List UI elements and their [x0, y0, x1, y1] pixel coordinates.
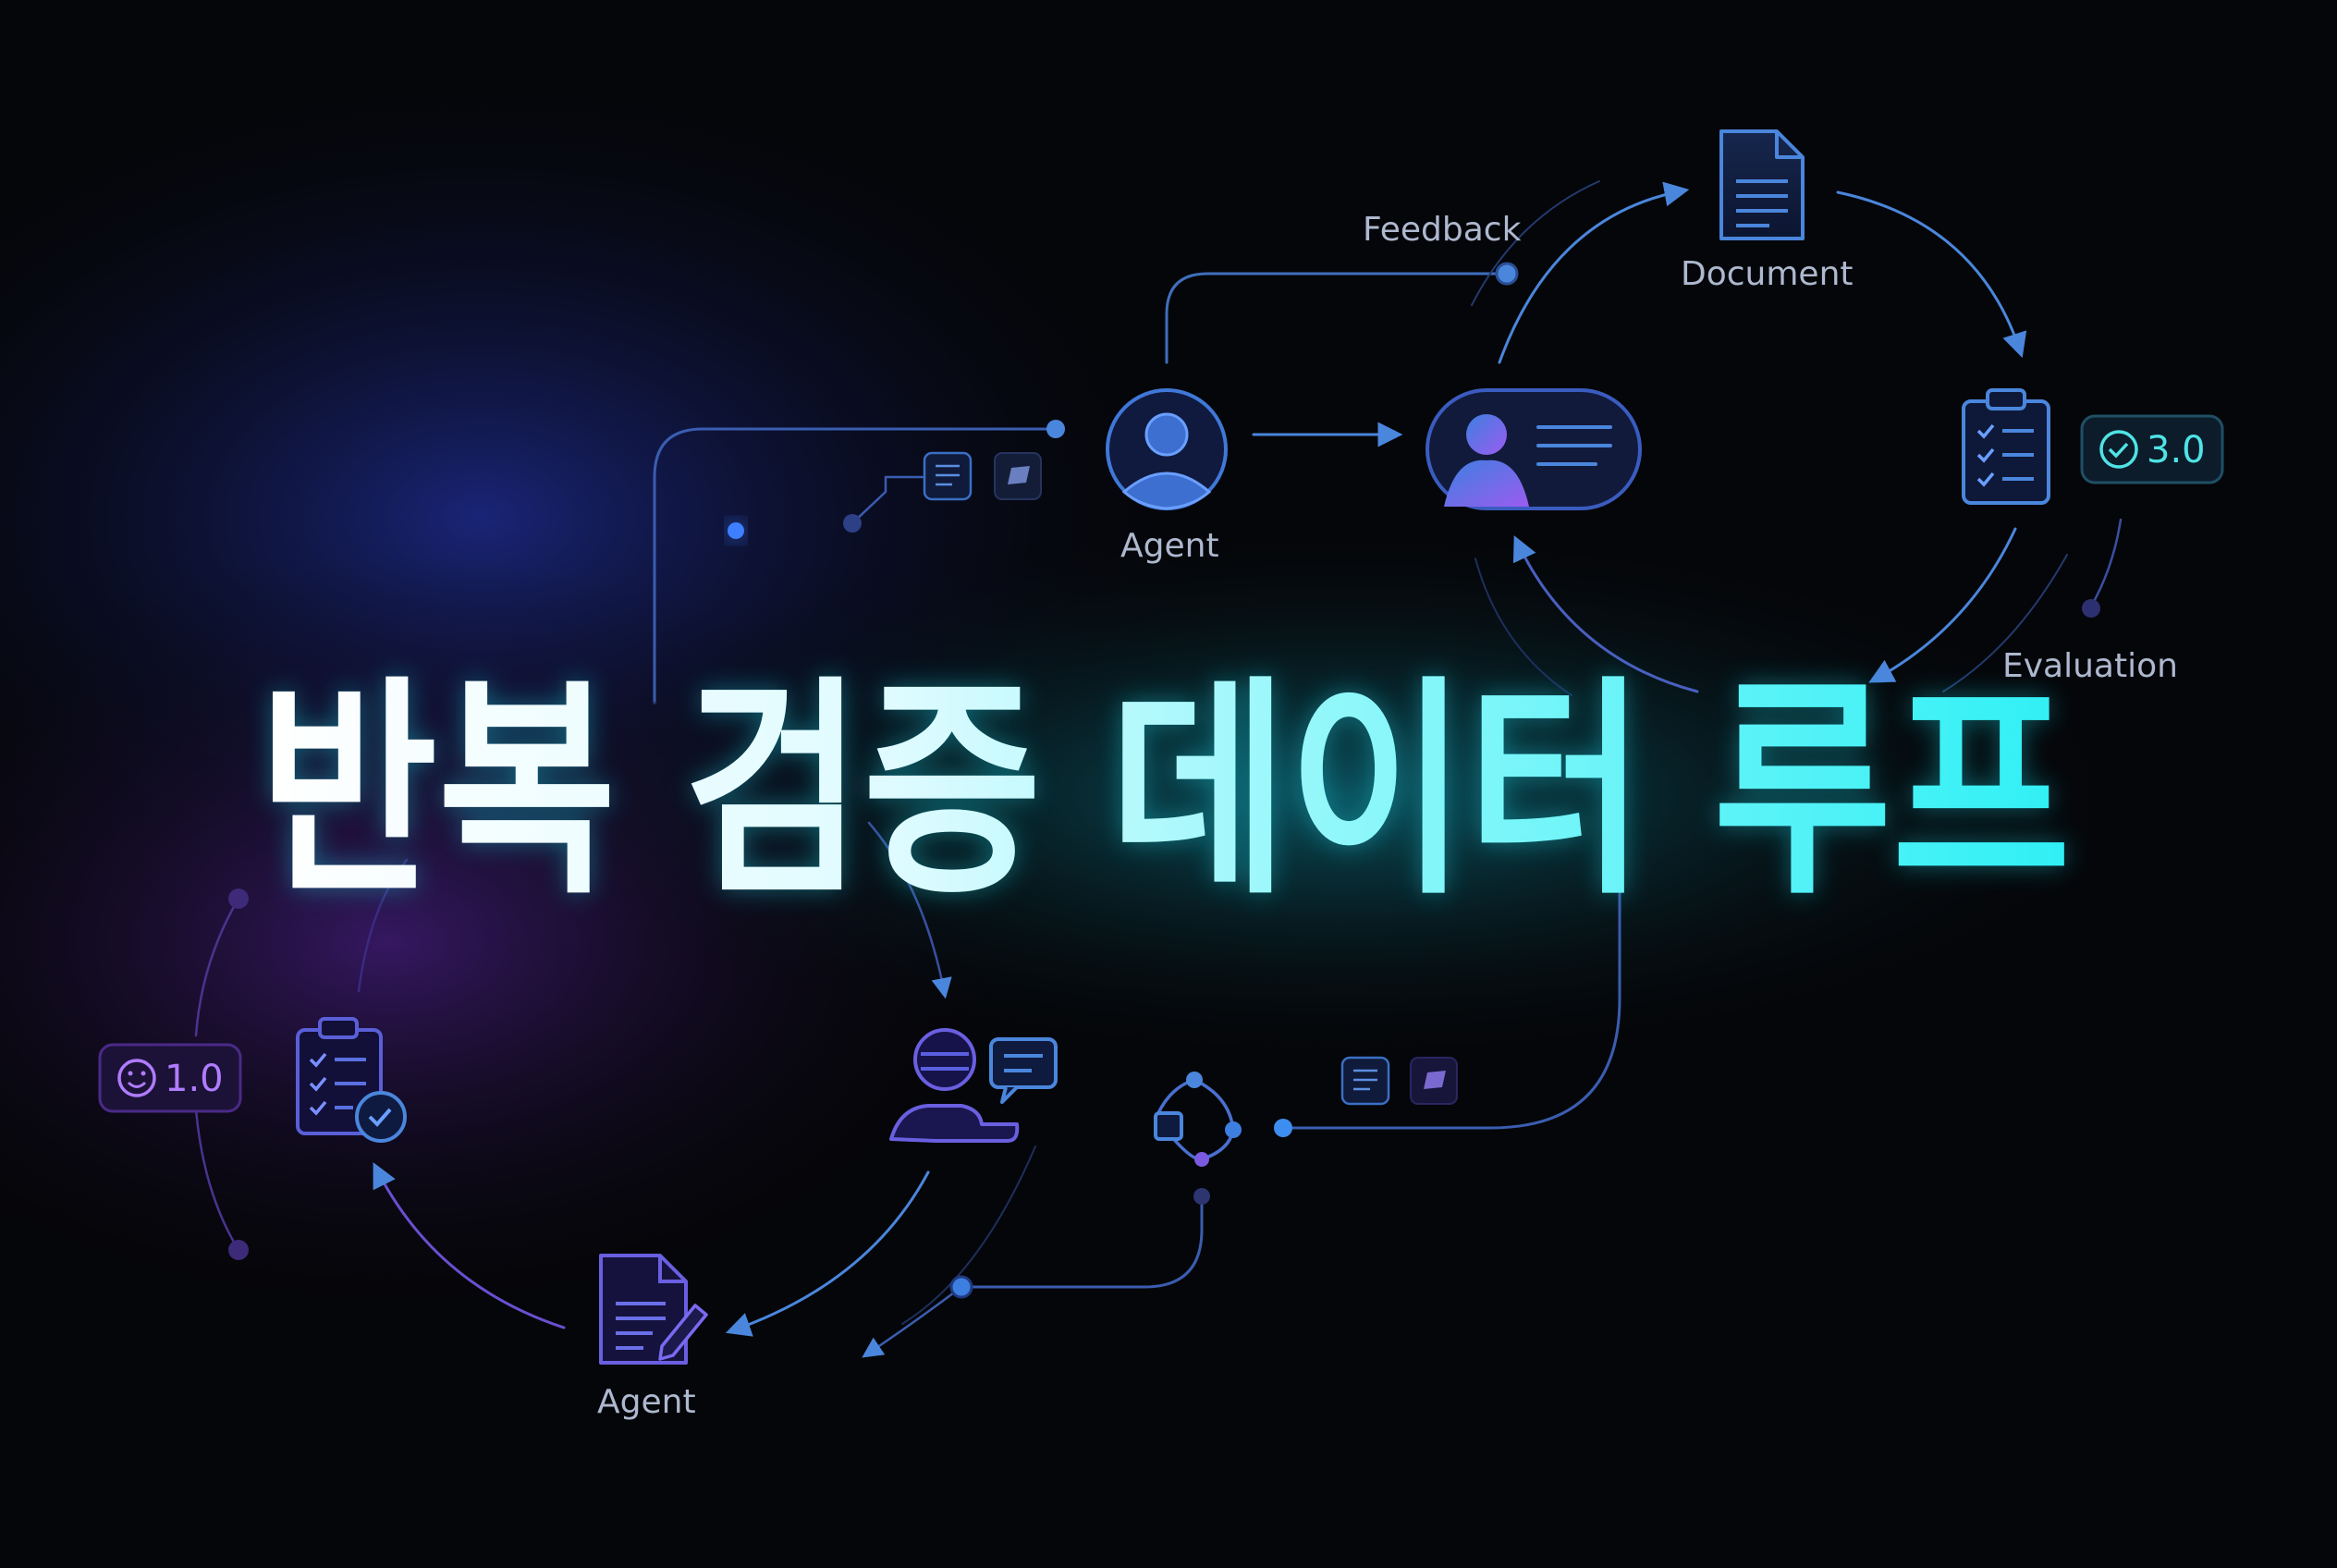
score-top-value: 3.0	[2147, 429, 2206, 472]
agents-chat-icon	[889, 1028, 1058, 1143]
card-chip-bottom	[1410, 1057, 1458, 1105]
right-down-line	[1281, 875, 1621, 1130]
document-icon	[1719, 129, 1805, 240]
evaluation-label: Evaluation	[2002, 647, 2178, 685]
feedback-dot	[1495, 262, 1519, 286]
left-dot-bottom	[228, 1240, 249, 1260]
left-arc-upper	[194, 897, 240, 1037]
agent-avatar-icon	[1106, 388, 1228, 510]
doc-chip-bottom	[1340, 1056, 1390, 1106]
arc-faint-4	[901, 1145, 1036, 1325]
left-arc-inner	[357, 858, 409, 993]
page-title-group: 반복 검증 데이터 루프 반복 검증 데이터 루프	[259, 656, 2071, 925]
chip-connector-top	[850, 475, 924, 525]
background-glows	[0, 37, 2172, 1331]
document-label: Document	[1681, 255, 1854, 293]
arc-return-to-card	[1512, 535, 1699, 693]
arc-faint-3	[1474, 557, 1572, 696]
doc-chip-top	[923, 451, 973, 501]
arc-document-to-eval	[1836, 190, 2027, 359]
page-title-glow: 반복 검증 데이터 루프	[259, 656, 2071, 925]
arc-to-chat	[867, 821, 952, 999]
card-chip-top	[994, 452, 1042, 500]
bottom-mid-dot	[949, 1275, 973, 1299]
bottom-line-dot	[1274, 1119, 1292, 1137]
eval-dot	[2082, 599, 2100, 618]
score-badge-bottom: 1.0	[98, 1043, 242, 1113]
arc-dot-to-agent	[862, 1285, 963, 1358]
score-connector-top	[2089, 518, 2123, 608]
check-circle-icon	[2099, 430, 2138, 469]
arc-card-to-document	[1498, 181, 1690, 364]
upper-left-line	[653, 427, 1058, 704]
feedback-label: Feedback	[1363, 211, 1522, 249]
evaluation-clipboard-icon	[1962, 388, 2050, 505]
page-title: 반복 검증 데이터 루프	[259, 656, 2071, 925]
arc-chat-to-agent	[725, 1170, 930, 1337]
score-badge-top: 3.0	[2080, 414, 2224, 484]
glow-dot	[728, 522, 744, 539]
arc-eval-to-return	[1868, 527, 2017, 683]
checklist-verified-icon	[296, 1017, 407, 1143]
agent-bottom-label: Agent	[597, 1383, 696, 1421]
network-bottom-dot	[1193, 1188, 1210, 1205]
chip-dot	[843, 514, 862, 533]
agent-document-edit-icon	[599, 1254, 708, 1365]
connector-lines	[194, 180, 2123, 1358]
arc-faint-1	[1471, 180, 1600, 306]
profile-card	[1425, 388, 1642, 510]
left-arc-lower	[194, 1108, 240, 1252]
connector-dots	[228, 262, 2100, 1299]
agent-top-label: Agent	[1120, 527, 1219, 565]
network-graph-icon	[1154, 1072, 1242, 1167]
arc-faint-2	[1942, 554, 2068, 692]
feedback-line	[1165, 272, 1509, 364]
line-end-dot	[1046, 420, 1065, 438]
score-bottom-value: 1.0	[165, 1058, 224, 1100]
arc-agent-to-check	[373, 1162, 566, 1329]
smiley-icon	[117, 1059, 156, 1097]
network-down-line	[960, 1193, 1204, 1289]
left-dot-top	[228, 888, 249, 909]
